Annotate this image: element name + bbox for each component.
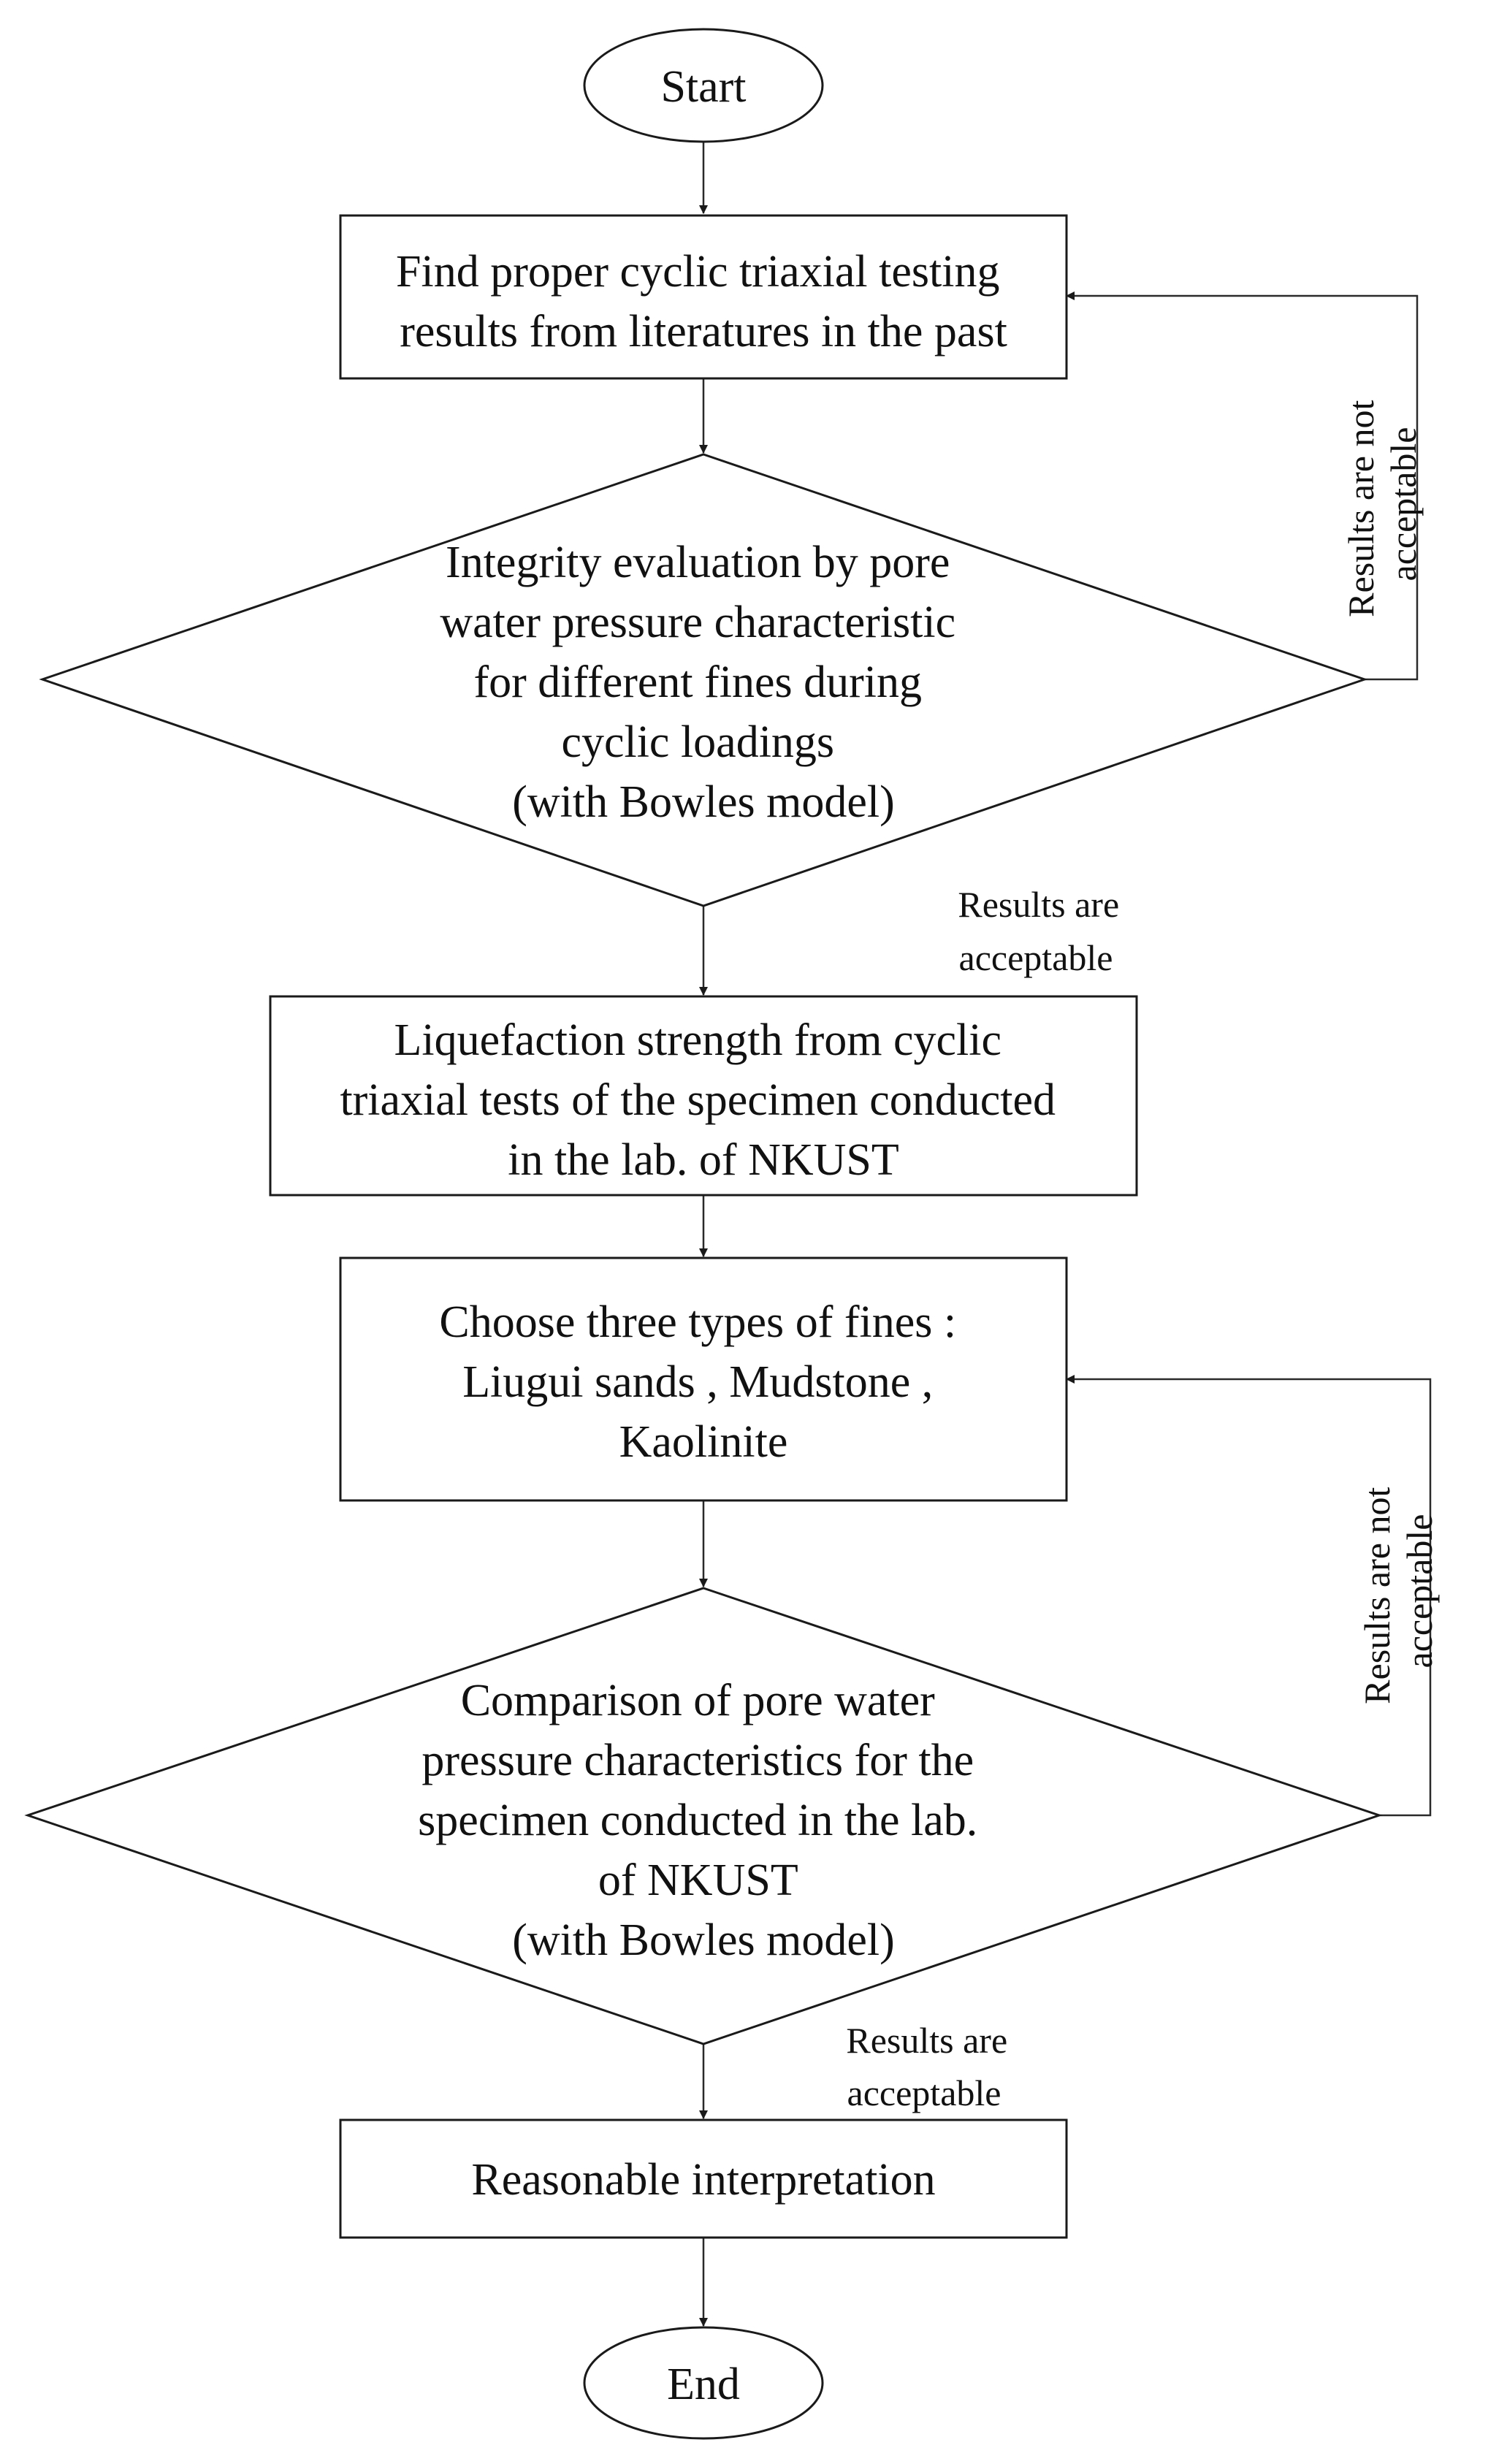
pass2-acceptable-label: Results are acceptable <box>846 2020 1016 2113</box>
liquefaction-strength-box <box>269 995 1138 1197</box>
edge-loop1-not-acceptable <box>1066 291 1419 681</box>
start-terminal <box>583 28 824 143</box>
loop1-not-acceptable-label: Results are not acceptable <box>1340 391 1424 617</box>
choose-fines-box <box>339 1256 1068 1502</box>
edge-loop2-not-acceptable <box>1066 1375 1432 1817</box>
comparison-decision <box>24 1587 1383 2045</box>
integrity-evaluation-decision <box>39 453 1368 907</box>
integrity-evaluation-label: Integrity evaluation by pore water press… <box>440 538 966 827</box>
loop2-not-acceptable-label: Results are not acceptable <box>1357 1478 1440 1704</box>
choose-fines-label: Choose three types of fines : Liugui san… <box>439 1297 967 1467</box>
pass1-acceptable-label: Results are acceptable <box>958 884 1128 978</box>
interpretation-box <box>339 2118 1068 2239</box>
end-terminal <box>583 2326 824 2440</box>
comparison-label: Comparison of pore water pressure charac… <box>418 1676 989 1965</box>
end-label: End <box>667 2360 740 2409</box>
find-results-label: Find proper cyclic triaxial testing resu… <box>396 247 1011 356</box>
find-results-box <box>339 214 1068 380</box>
liquefaction-strength-label: Liquefaction strength from cyclic triaxi… <box>340 1015 1067 1185</box>
interpretation-label: Reasonable interpretation <box>471 2155 935 2205</box>
start-label: Start <box>660 62 746 112</box>
